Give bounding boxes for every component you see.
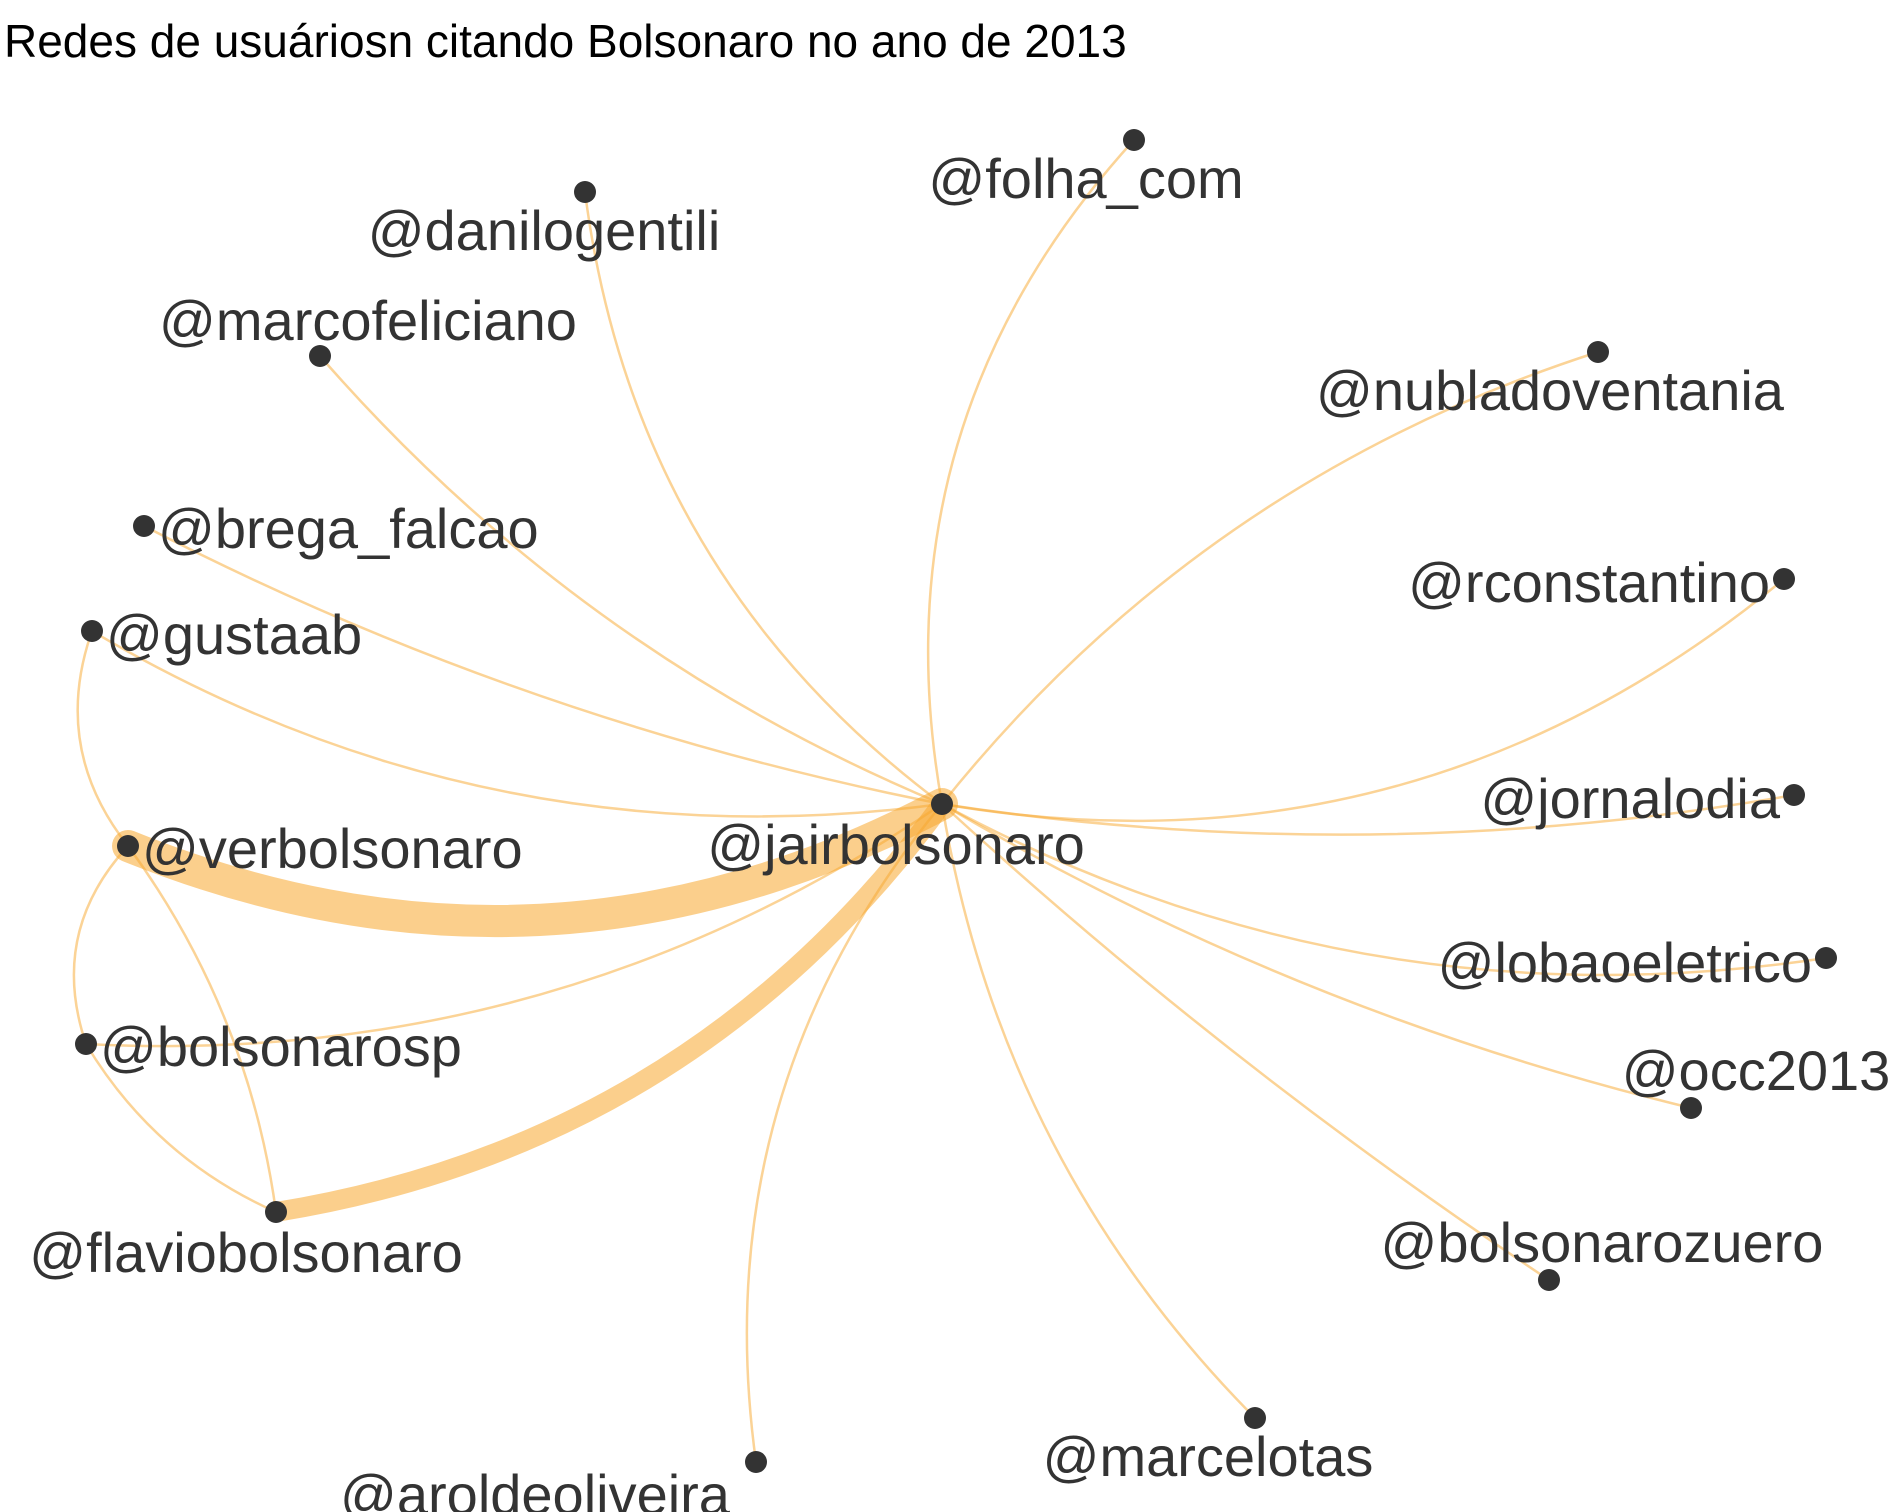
- node-label-flaviobolsonaro: @flaviobolsonaro: [29, 1221, 463, 1284]
- edge-layer: [72, 138, 1828, 1464]
- node-rconstantino: [1773, 568, 1795, 590]
- node-label-folha-com: @folha_com: [928, 147, 1243, 210]
- node-marcofeliciano: [309, 345, 331, 367]
- edge-gustaab-to-verbolsonaro: [76, 629, 130, 848]
- node-label-danilogentili: @danilogentili: [368, 199, 721, 262]
- edge-verbolsonaro-to-jairbolsonaro: [112, 788, 958, 937]
- node-verbolsonaro: [117, 835, 139, 857]
- edge-bolsonarosp-to-jairbolsonaro: [84, 802, 944, 1048]
- node-label-marcelotas: @marcelotas: [1043, 1425, 1374, 1488]
- edge-brega-falcao-to-jairbolsonaro: [142, 524, 944, 806]
- node-label-brega-falcao: @brega_falcao: [158, 497, 539, 560]
- node-label-nubladoventania: @nubladoventania: [1316, 359, 1785, 422]
- node-label-jornalodia: @jornalodia: [1480, 767, 1781, 830]
- node-lobaoeletrico: [1815, 947, 1837, 969]
- edge-gustaab-to-jairbolsonaro: [90, 629, 944, 818]
- edge-marcelotas-to-jairbolsonaro: [940, 802, 1257, 1420]
- node-jornalodia: [1783, 784, 1805, 806]
- chart-title: Redes de usuáriosn citando Bolsonaro no …: [4, 15, 1127, 67]
- edge-aroldeoliveira-to-jairbolsonaro: [745, 802, 944, 1464]
- node-label-jairbolsonaro: @jairbolsonaro: [707, 813, 1084, 876]
- node-folha-com: [1123, 129, 1145, 151]
- node-label-lobaoeletrico: @lobaoeletrico: [1438, 931, 1812, 994]
- node-occ2013: [1680, 1097, 1702, 1119]
- node-label-bolsonarozuero: @bolsonarozuero: [1381, 1211, 1824, 1274]
- label-layer: @jairbolsonaro @verbolsonaro @flaviobolson…: [29, 147, 1890, 1512]
- node-marcelotas: [1244, 1407, 1266, 1429]
- node-label-verbolsonaro: @verbolsonaro: [142, 817, 523, 880]
- edge-nubladoventania-to-jairbolsonaro: [940, 350, 1600, 806]
- edge-bolsonarosp-to-flaviobolsonaro: [84, 1042, 278, 1214]
- node-bolsonarozuero: [1538, 1269, 1560, 1291]
- node-bolsonarosp: [75, 1033, 97, 1055]
- edge-jornalodia-to-jairbolsonaro: [940, 793, 1796, 836]
- edge-marcofeliciano-to-jairbolsonaro: [318, 354, 944, 806]
- node-flaviobolsonaro: [265, 1201, 287, 1223]
- edge-flaviobolsonaro-to-jairbolsonaro: [266, 794, 952, 1222]
- node-label-aroldeoliveira: @aroldeoliveira: [340, 1463, 731, 1512]
- node-aroldeoliveira: [745, 1451, 767, 1473]
- node-brega-falcao: [133, 515, 155, 537]
- edge-lobaoeletrico-to-jairbolsonaro: [940, 802, 1828, 977]
- edge-bolsonarozuero-to-jairbolsonaro: [940, 802, 1551, 1282]
- edge-verbolsonaro-to-bolsonarosp: [72, 844, 130, 1046]
- edge-verbolsonaro-to-flaviobolsonaro: [126, 844, 278, 1214]
- node-layer: [75, 129, 1837, 1473]
- edge-folha-com-to-jairbolsonaro: [926, 138, 1136, 806]
- node-jairbolsonaro: [931, 793, 953, 815]
- node-label-rconstantino: @rconstantino: [1408, 551, 1770, 614]
- edge-rconstantino-to-jairbolsonaro: [940, 577, 1786, 823]
- node-label-bolsonarosp: @bolsonarosp: [100, 1015, 462, 1078]
- node-label-gustaab: @gustaab: [106, 603, 362, 666]
- node-label-occ2013: @occ2013: [1622, 1039, 1891, 1102]
- edge-danilogentili-to-jairbolsonaro: [583, 190, 944, 806]
- node-gustaab: [81, 620, 103, 642]
- node-nubladoventania: [1587, 341, 1609, 363]
- node-label-marcofeliciano: @marcofeliciano: [159, 289, 577, 352]
- node-danilogentili: [574, 181, 596, 203]
- edge-occ2013-to-jairbolsonaro: [940, 802, 1693, 1110]
